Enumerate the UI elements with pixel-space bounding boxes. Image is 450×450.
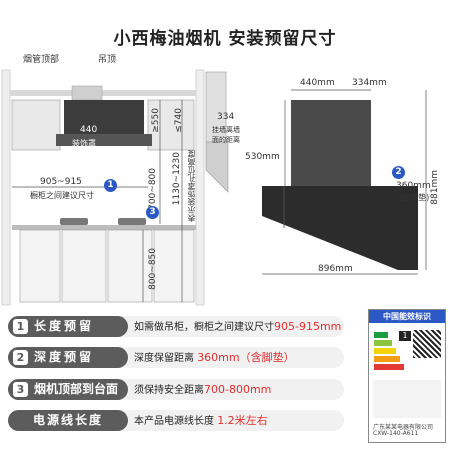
spec-desc-depth: 深度保留距离 360mm（含脚垫） (134, 347, 295, 368)
spec-highlight: 700-800mm (204, 383, 272, 396)
spec-row-depth: 2 深度预留 深度保留距离 360mm（含脚垫） (8, 347, 344, 368)
dim-700-label: 700~800 (148, 168, 158, 210)
spec-highlight: 905-915mm (274, 320, 342, 333)
depth-label: 360mm (396, 181, 431, 191)
marker-3-circle: 3 (146, 206, 159, 219)
base-cabinet-4 (153, 229, 195, 303)
ceiling-label: 吊顶 (98, 55, 117, 65)
wall-dim-label: 334 (217, 112, 235, 122)
total-height-label: 881mm (430, 170, 440, 205)
spec-name-text: 电源线长度 (32, 413, 103, 427)
trim-caption: 装饰罩 (72, 139, 96, 148)
spec-desc-cord: 本产品电源线长度 1.2米左右 (134, 410, 268, 431)
hood-body (56, 134, 152, 146)
spec-desc-text: 须保持安全距离 (134, 385, 204, 396)
spec-name-text: 烟机顶部到台面 (34, 382, 119, 396)
duct-pipe (71, 85, 103, 101)
spec-name-length: 1 长度预留 (8, 316, 128, 337)
energy-bar-4 (374, 356, 400, 362)
spec-row-length: 1 长度预留 如需做吊柜，橱柜之间建议尺寸905-915mm (8, 316, 344, 337)
base-cabinet-3 (107, 229, 153, 303)
dim-550-label: ≥550 (151, 108, 161, 133)
page-title: 小西梅油烟机 安装预留尺寸 (113, 29, 337, 49)
spec-desc-length: 如需做吊柜，橱柜之间建议尺寸905-915mm (134, 316, 341, 337)
energy-level-bars (374, 332, 408, 370)
energy-grade-badge: 1 (399, 331, 411, 341)
spec-name-cord: 电源线长度 (8, 410, 128, 431)
energy-label-header: 中国能效标识 (369, 310, 445, 323)
base-cabinet-2 (61, 229, 107, 303)
spec-desc-text: 本产品电源线长度 (134, 416, 218, 427)
energy-bar-1 (374, 332, 388, 338)
body-width-label: 896mm (318, 264, 353, 274)
spec-row-height: 3 烟机顶部到台面 须保持安全距离700-800mm (8, 379, 344, 400)
wall-left (1, 69, 11, 306)
ceiling-panel (10, 90, 196, 96)
kitchen-installation-diagram (1, 69, 229, 306)
depth-note: (含脚垫) (399, 193, 430, 202)
pan-right (118, 218, 146, 225)
dim-740-label: ≤740 (174, 108, 184, 133)
energy-label: 中国能效标识 1 广东某某电器有限公司 CXW-140-A611 (368, 309, 446, 443)
spec-row-cord: 电源线长度 本产品电源线长度 1.2米左右 (8, 410, 344, 431)
spec-name-height: 3 烟机顶部到台面 (8, 379, 128, 400)
wall-note: 挂墙离墙面的距离 (212, 126, 240, 144)
hood-panel (262, 186, 418, 270)
qr-code-icon (413, 330, 441, 358)
trim-width-label: 440 (80, 125, 98, 135)
dim-1130-label: 1130~1230 (172, 152, 182, 206)
spec-number: 1 (13, 319, 28, 334)
upper-cabinet-right (147, 99, 195, 151)
side-view-hood (205, 141, 229, 193)
pan-left (60, 218, 88, 225)
wall-right (195, 69, 205, 306)
energy-model: CXW-140-A611 (373, 430, 419, 437)
spec-number: 3 (13, 382, 28, 397)
chimney-cover (291, 100, 371, 186)
spec-highlight: 1.2米左右 (217, 414, 268, 427)
top-depth-label: 334mm (352, 78, 387, 88)
spec-desc-text: 如需做吊柜，橱柜之间建议尺寸 (134, 322, 274, 333)
dim-1130-note: 表示装饰罩孔位高度 (187, 150, 196, 222)
spec-name-depth: 2 深度预留 (8, 347, 128, 368)
marker-1-circle: 1 (104, 179, 117, 192)
base-cabinet-1 (19, 229, 61, 303)
spec-highlight: 360mm（含脚垫） (197, 351, 295, 364)
spec-desc-text: 深度保留距离 (134, 353, 198, 364)
hood-trim-cover (64, 100, 144, 134)
span-label: 905~915 (40, 177, 82, 187)
range-hood-product-drawing (262, 89, 427, 275)
marker-2-circle: 2 (392, 166, 405, 179)
duct-top-label: 烟管顶部 (23, 55, 60, 65)
energy-data-table (373, 380, 441, 418)
top-width-label: 440mm (300, 78, 335, 88)
spec-name-text: 深度预留 (34, 350, 95, 364)
spec-number: 2 (13, 350, 28, 365)
countertop (12, 225, 196, 230)
upper-cabinet-left (11, 99, 61, 151)
energy-bar-2 (374, 340, 392, 346)
energy-bar-5 (374, 364, 404, 370)
spec-name-text: 长度预留 (34, 319, 95, 333)
chimney-height-label: 530mm (245, 152, 280, 162)
span-note: 橱柜之间建议尺寸 (30, 191, 94, 200)
spec-desc-height: 须保持安全距离700-800mm (134, 379, 271, 400)
dim-800-label: 800~850 (148, 248, 158, 290)
energy-brand: 广东某某电器有限公司 (373, 424, 434, 431)
energy-bar-3 (374, 348, 396, 354)
